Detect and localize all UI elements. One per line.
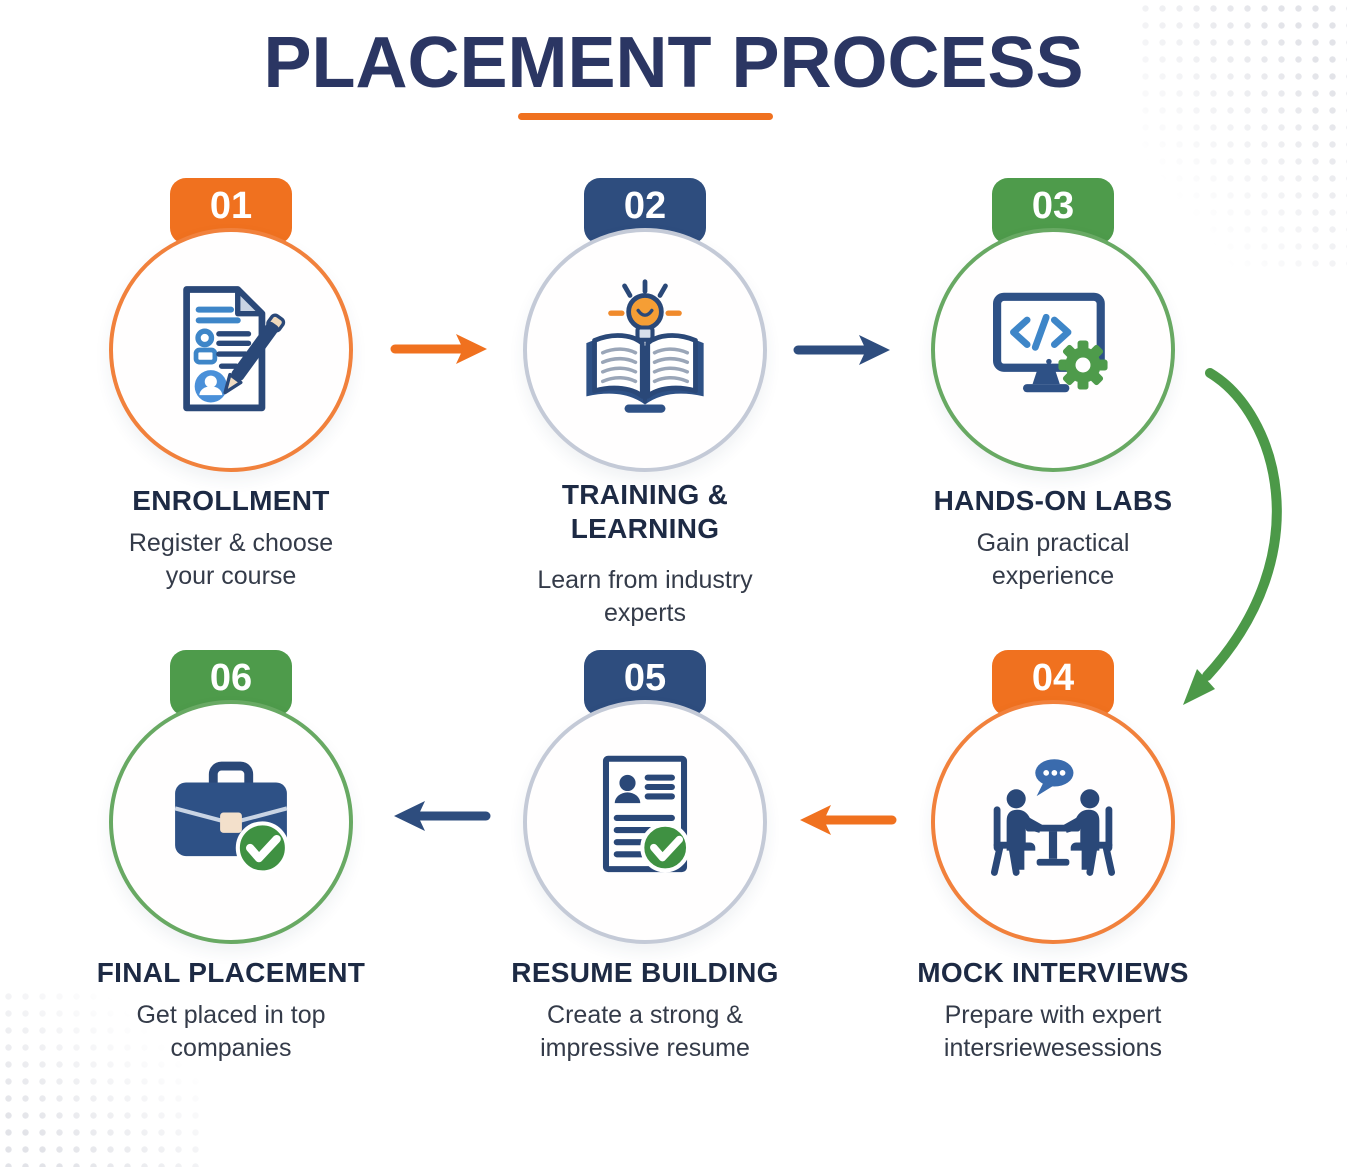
briefcase-check-icon [174, 761, 289, 875]
page-title: PLACEMENT PROCESS [263, 23, 1084, 103]
step-01-enrollment: 01 ENROLLMENT Register & choose your cou… [61, 178, 401, 598]
step-heading: HANDS-ON LABS [933, 485, 1173, 516]
step-description: Gain practical experience [976, 529, 1130, 590]
arrow-right-02-to-03 [793, 332, 893, 368]
step-02-training-learning: 02 [475, 178, 815, 627]
step-number: 01 [209, 185, 253, 227]
step-circle [931, 700, 1175, 944]
step-circle [523, 228, 767, 472]
arrow-left-05-to-06 [391, 798, 491, 834]
step-description: Get placed in top companies [136, 1001, 326, 1062]
monitor-code-gear-icon [993, 292, 1108, 393]
step-circle [523, 700, 767, 944]
step-heading: RESUME BUILDING [511, 957, 779, 988]
title-underline [518, 113, 773, 120]
step-heading: MOCK INTERVIEWS [917, 957, 1189, 988]
step-03-hands-on-labs: 03 [883, 178, 1223, 598]
arrow-curve-03-to-04 [1155, 358, 1347, 723]
step-number: 04 [1031, 657, 1075, 699]
step-number-badge: 04 [992, 650, 1114, 716]
book-lightbulb-icon [586, 279, 704, 413]
step-number-badge: 05 [584, 650, 706, 716]
arrow-right-01-to-02 [390, 331, 490, 367]
step-05-resume-building: 05 RESUME BUILDING Create a strong & imp… [475, 650, 815, 1070]
step-06-final-placement: 06 FINAL PLACEMENT Get placed in top com… [61, 650, 401, 1070]
step-circle [109, 700, 353, 944]
step-number: 03 [1031, 185, 1075, 227]
step-04-mock-interviews: 04 [883, 650, 1223, 1070]
step-description: Prepare with expert intersriewesessions [943, 1001, 1163, 1062]
interview-chat-icon [990, 759, 1116, 876]
step-number: 05 [623, 657, 667, 699]
enrollment-form-icon [183, 286, 286, 412]
step-heading: TRAINING & LEARNING [561, 479, 729, 544]
step-heading: FINAL PLACEMENT [96, 957, 366, 988]
step-description: Learn from industry experts [537, 566, 753, 627]
step-heading: ENROLLMENT [132, 485, 330, 516]
step-number: 06 [209, 657, 253, 699]
step-description: Create a strong & impressive resume [540, 1001, 750, 1062]
arrow-left-04-to-05 [797, 802, 897, 838]
step-circle [109, 228, 353, 472]
step-circle [931, 228, 1175, 472]
step-description: Register & choose your course [128, 529, 334, 590]
step-number: 02 [623, 185, 667, 227]
resume-check-icon [602, 755, 691, 873]
